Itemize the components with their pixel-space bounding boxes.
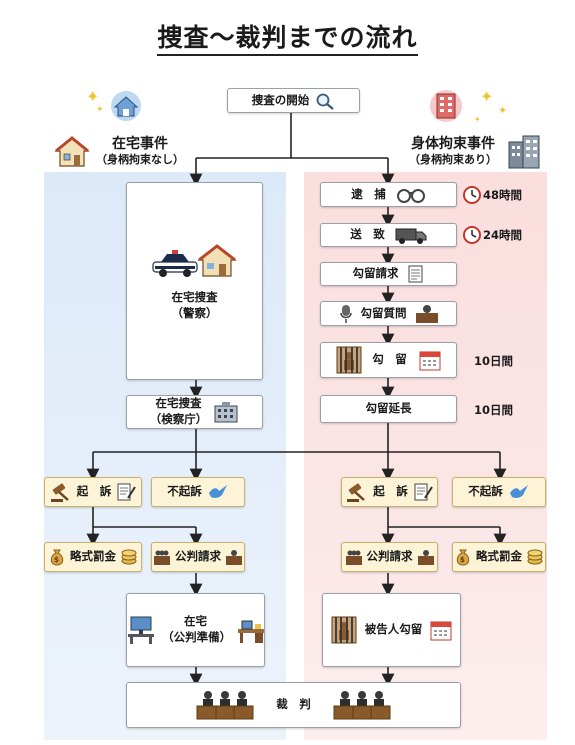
left-formal-trial-label: 公判請求 bbox=[175, 549, 221, 564]
court-icon-2 bbox=[345, 550, 362, 565]
custody-case-heading: 身体拘束事件 （身柄拘束あり） bbox=[400, 135, 506, 167]
trial-label: 裁 判 bbox=[276, 697, 311, 712]
svg-text:$: $ bbox=[54, 556, 59, 564]
detention-box: 勾 留 bbox=[320, 342, 457, 378]
document-pen-icon-2 bbox=[414, 483, 433, 501]
clock-icon bbox=[463, 186, 481, 204]
detention-time-label: 10日間 bbox=[474, 354, 514, 368]
gavel-icon bbox=[50, 483, 69, 502]
court-panel-icon-2 bbox=[333, 691, 391, 720]
trial-box: 裁 判 bbox=[126, 682, 461, 728]
right-no-indict-box: 不起訴 bbox=[452, 477, 546, 507]
detention-extension-box: 勾留延長 bbox=[320, 395, 457, 423]
detention-request-box: 勾留請求 bbox=[320, 262, 457, 286]
jail-cell-icon bbox=[336, 346, 362, 374]
detention-label: 勾 留 bbox=[372, 352, 407, 367]
left-formal-trial-box: 公判請求 bbox=[151, 542, 245, 572]
judge-bench-icon bbox=[415, 304, 438, 323]
extension-time-label: 10日間 bbox=[474, 403, 514, 417]
bird-icon-2 bbox=[509, 485, 528, 498]
arrest-label: 逮 捕 bbox=[351, 186, 386, 201]
study-desk-icon bbox=[237, 620, 264, 643]
arrest-box: 逮 捕 bbox=[320, 182, 457, 207]
defendant-detention-label: 被告人勾留 bbox=[364, 622, 423, 637]
home-case-heading: 在宅事件 （身柄拘束なし） bbox=[90, 135, 190, 167]
right-no-indict-label: 不起訴 bbox=[468, 484, 503, 499]
office-building-icon bbox=[508, 135, 540, 169]
courthouse-building-icon bbox=[214, 402, 238, 423]
right-summary-fine-box: $ 略式罰金 bbox=[452, 542, 546, 572]
clock-icon-2 bbox=[463, 226, 481, 244]
right-formal-trial-box: 公判請求 bbox=[341, 542, 438, 572]
gavel-icon-2 bbox=[347, 483, 366, 502]
detention-extension-label: 勾留延長 bbox=[365, 401, 412, 416]
house-icon bbox=[54, 136, 90, 167]
right-summary-fine-label: 略式罰金 bbox=[476, 549, 522, 564]
detention-hearing-label: 勾留質問 bbox=[360, 305, 407, 320]
right-indict-label: 起 訴 bbox=[373, 484, 408, 499]
left-no-indict-box: 不起訴 bbox=[151, 477, 245, 507]
magnifier-icon bbox=[316, 93, 335, 110]
defendant-detention-box: 被告人勾留 bbox=[322, 593, 461, 667]
coins-icon-2 bbox=[527, 549, 543, 565]
home-investigation-prosecutor-box: 在宅捜査 （検察庁） bbox=[126, 395, 263, 429]
left-indict-label: 起 訴 bbox=[76, 484, 112, 499]
transfer-label: 送 致 bbox=[350, 227, 385, 242]
svg-text:✦: ✦ bbox=[498, 104, 507, 117]
home-investigation-police-box: 在宅捜査 （警察） bbox=[126, 182, 263, 380]
home-await-trial-label: 在宅 （公判準備） bbox=[162, 614, 232, 644]
building-sparkle-icon: ✦ ✦ ✦ bbox=[430, 87, 507, 124]
left-summary-fine-box: $ 略式罰金 bbox=[44, 542, 142, 572]
start-label: 捜査の開始 bbox=[251, 92, 310, 107]
jail-cell-icon-2 bbox=[331, 616, 357, 644]
right-indict-box: 起 訴 bbox=[341, 477, 438, 507]
custody-case-subtitle: （身柄拘束あり） bbox=[409, 153, 497, 167]
svg-text:✦: ✦ bbox=[480, 87, 493, 106]
house-sparkle-icon: ✦ ✦ bbox=[86, 87, 141, 121]
right-formal-trial-label: 公判請求 bbox=[366, 549, 413, 564]
office-desk-icon bbox=[128, 616, 154, 644]
arrest-time-label: 48時間 bbox=[483, 188, 523, 202]
detention-hearing-box: 勾留質問 bbox=[320, 301, 457, 326]
court-icon bbox=[154, 550, 170, 565]
left-no-indict-label: 不起訴 bbox=[167, 484, 202, 499]
svg-text:✦: ✦ bbox=[96, 105, 104, 115]
court-bench-icon-2 bbox=[417, 550, 434, 565]
calendar-icon-2 bbox=[430, 621, 452, 641]
detention-request-label: 勾留請求 bbox=[352, 266, 399, 281]
document-pen-icon bbox=[117, 483, 137, 501]
left-indict-box: 起 訴 bbox=[44, 477, 142, 507]
svg-text:✦: ✦ bbox=[474, 115, 481, 124]
custody-case-title: 身体拘束事件 bbox=[411, 136, 495, 152]
svg-text:$: $ bbox=[460, 556, 465, 564]
start-investigation-box: 捜査の開始 bbox=[227, 88, 360, 113]
calendar-icon bbox=[419, 351, 441, 371]
transport-van-icon bbox=[395, 228, 427, 244]
svg-text:✦: ✦ bbox=[86, 87, 99, 106]
home-case-subtitle: （身柄拘束なし） bbox=[96, 153, 184, 167]
transfer-box: 送 致 bbox=[320, 223, 457, 247]
microphone-icon bbox=[339, 304, 352, 323]
bird-icon bbox=[208, 485, 227, 498]
home-await-trial-box: 在宅 （公判準備） bbox=[126, 593, 265, 667]
home-investigation-police-label: 在宅捜査 （警察） bbox=[171, 290, 218, 320]
money-bag-icon: $ bbox=[50, 549, 64, 566]
home-case-title: 在宅事件 bbox=[112, 136, 168, 152]
request-document-icon bbox=[408, 265, 422, 283]
police-car-house-icon bbox=[151, 244, 237, 278]
left-summary-fine-label: 略式罰金 bbox=[70, 549, 116, 564]
money-bag-icon-2: $ bbox=[456, 549, 470, 566]
transfer-time-label: 24時間 bbox=[483, 228, 523, 242]
court-bench-icon bbox=[226, 550, 242, 565]
handcuffs-icon bbox=[396, 188, 425, 203]
page-title: 捜査〜裁判までの流れ bbox=[0, 18, 575, 56]
court-panel-icon bbox=[196, 691, 254, 720]
home-investigation-prosecutor-label: 在宅捜査 （検察庁） bbox=[149, 396, 208, 426]
coins-icon bbox=[121, 549, 137, 565]
